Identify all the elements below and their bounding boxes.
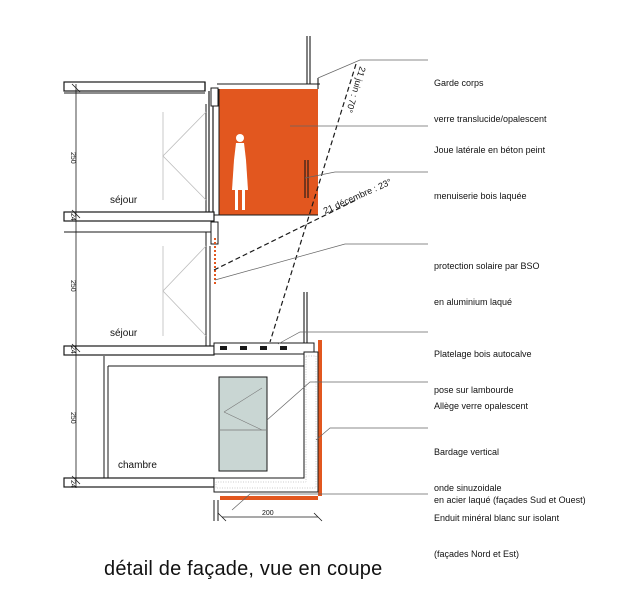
cladding (213, 340, 322, 521)
annotation-joue-laterale-line1: Joue latérale en béton peint (434, 145, 546, 155)
room-label-chambre: chambre (118, 460, 157, 471)
roof-slab (63, 81, 206, 92)
dim-250-upper: 250 (69, 152, 76, 164)
annotation-bardage-line2: onde sinuzoidale en acier laqué (façades… (434, 483, 586, 505)
window-frames (205, 87, 219, 346)
lambourdes (220, 346, 287, 350)
slab-lower (63, 477, 215, 488)
glass-spandrel (218, 376, 268, 472)
annotation-garde-corps-line1: Garde corps (434, 78, 484, 88)
dim-250-middle: 250 (69, 280, 76, 292)
annotation-platelage-line1: Platelage bois autocalve (434, 349, 532, 359)
annotation-menuiserie-line1: menuiserie bois laquée (434, 191, 527, 201)
annotation-bardage-line1: Bardage vertical (434, 447, 500, 457)
leader-lines (214, 59, 428, 511)
depth-dimension (217, 512, 323, 522)
annotation-garde-corps-line2: verre translucide/opalescent (434, 114, 547, 124)
dim-24-upper: 24 (69, 213, 76, 221)
annotation-enduit-line2: (façades Nord et Est) (434, 549, 520, 559)
person-silhouette (232, 134, 248, 210)
annotation-enduit-line1: Enduit minéral blanc sur isolant (434, 513, 560, 523)
drawing-caption: détail de façade, vue en coupe (104, 558, 383, 580)
floor-slabs (63, 81, 215, 488)
dim-250-lower: 250 (69, 412, 76, 424)
annotation-protection-solaire-line1: protection solaire par BSO (434, 261, 540, 271)
dim-24-middle: 24 (69, 346, 76, 354)
sun-angle-winter: 21 décembre : 23° (322, 177, 394, 216)
sun-lines (213, 63, 357, 343)
orange-side-wall (219, 89, 318, 215)
door-swings (162, 111, 207, 337)
annotation-menuiserie: menuiserie bois laquée (434, 166, 527, 226)
room-label-sejour-lower: séjour (110, 328, 138, 339)
annotation-platelage: Platelage bois autocalve pose sur lambou… (434, 324, 532, 420)
upper-guard-rail (304, 36, 319, 198)
slab-middle (63, 345, 215, 356)
annotation-bardage: Bardage vertical onde sinuzoidale en aci… (434, 422, 586, 530)
annotation-platelage-line2: pose sur lambourde (434, 385, 514, 395)
slab-upper (63, 211, 215, 222)
annotation-enduit: Enduit minéral blanc sur isolant (façade… (434, 488, 559, 584)
room-label-sejour-upper: séjour (110, 195, 138, 206)
annotation-garde-corps: Garde corps verre translucide/opalescent (434, 53, 547, 149)
dim-24-lower: 24 (69, 480, 76, 488)
annotation-allege: Allège verre opalescent (434, 376, 528, 436)
annotation-protection-solaire: protection solaire par BSO en aluminium … (434, 236, 540, 332)
annotation-protection-solaire-line2: en aluminium laqué (434, 297, 513, 307)
annotation-allege-line1: Allège verre opalescent (434, 401, 529, 411)
dim-200: 200 (262, 510, 274, 517)
annotation-joue-laterale: Joue latérale en béton peint (434, 120, 545, 180)
vertical-dimensions (71, 83, 81, 488)
